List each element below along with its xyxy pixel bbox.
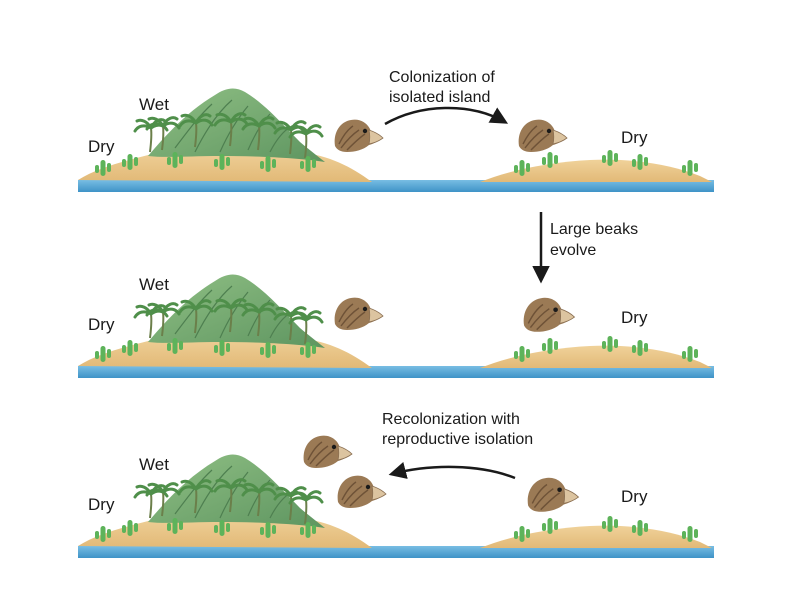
recolonization-arrow — [388, 461, 516, 480]
finch-head-icon — [336, 474, 387, 509]
right-dry-label: Dry — [621, 487, 648, 506]
panel-2 — [78, 274, 714, 378]
finch-head-icon — [302, 434, 353, 469]
finch-head-icon — [333, 118, 384, 153]
dry-island — [480, 150, 712, 182]
finch-head-icon — [517, 118, 568, 153]
transition-line-2: evolve — [550, 242, 597, 259]
panel-3 — [78, 434, 714, 558]
caption-line-1: Colonization of — [389, 69, 495, 86]
wet-island — [78, 274, 372, 368]
caption-line-2: isolated island — [389, 89, 491, 106]
caption-line-1: Recolonization with — [382, 411, 520, 428]
dry-island — [480, 516, 712, 548]
dry-island — [480, 336, 712, 368]
left-dry-label: Dry — [88, 137, 115, 156]
wet-label: Wet — [139, 95, 169, 114]
right-dry-label: Dry — [621, 128, 648, 147]
left-dry-label: Dry — [88, 315, 115, 334]
large-beak-finch-head-icon — [522, 297, 576, 333]
wet-island — [78, 88, 372, 182]
left-dry-label: Dry — [88, 495, 115, 514]
large-beak-finch-head-icon — [526, 477, 580, 513]
caption-line-2: reproductive isolation — [382, 431, 534, 448]
wet-label: Wet — [139, 275, 169, 294]
finch-head-icon — [333, 296, 384, 331]
colonization-arrow — [384, 106, 509, 126]
wet-island — [78, 454, 372, 548]
panel-1 — [78, 88, 714, 192]
wet-label: Wet — [139, 455, 169, 474]
transition-line-1: Large beaks — [550, 221, 639, 238]
right-dry-label: Dry — [621, 308, 648, 327]
